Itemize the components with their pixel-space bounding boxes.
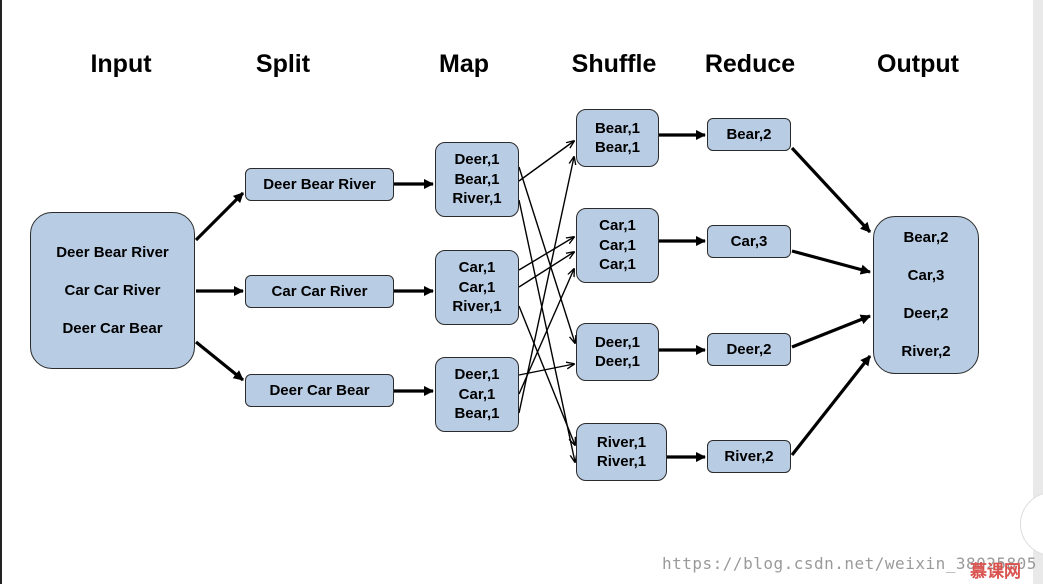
reduce-box-river: River,2	[707, 440, 791, 473]
arrow-map2-car-a	[518, 237, 574, 271]
map-box-1: Deer,1 Bear,1 River,1	[435, 142, 519, 217]
reduce-box-car: Car,3	[707, 225, 791, 258]
map-box-2: Car,1 Car,1 River,1	[435, 250, 519, 325]
heading-output: Output	[877, 50, 959, 78]
shuffle-box-bear: Bear,1 Bear,1	[576, 109, 659, 167]
output-box: Bear,2 Car,3 Deer,2 River,2	[873, 216, 979, 374]
split-box-3: Deer Car Bear	[245, 374, 394, 407]
output-line: River,2	[901, 343, 951, 360]
shuffle-line: Deer,1	[594, 333, 641, 351]
reduce-text: Bear,2	[726, 125, 772, 143]
arrow-reduce-output-2	[791, 249, 871, 275]
heading-shuffle: Shuffle	[571, 50, 657, 78]
shuffle-box-deer: Deer,1 Deer,1	[576, 323, 659, 381]
shuffle-line: River,1	[596, 453, 647, 470]
arrow-input-split-3	[194, 340, 245, 382]
heading-input: Input	[90, 50, 152, 78]
input-line: Deer Car Bear	[62, 319, 163, 337]
map-line: Car,1	[458, 278, 496, 296]
arrow-map2-car-b	[518, 252, 574, 288]
split-text: Car Car River	[271, 282, 368, 300]
shuffle-box-car: Car,1 Car,1 Car,1	[576, 208, 659, 283]
reduce-text: Deer,2	[726, 340, 772, 358]
heading-reduce: Reduce	[704, 50, 796, 78]
arrow-map2-river	[518, 305, 575, 445]
shuffle-line: River,1	[596, 433, 647, 451]
arrow-reduce-output-4	[790, 355, 872, 456]
heading-split: Split	[255, 50, 311, 78]
shuffle-box-river: River,1 River,1	[576, 423, 667, 481]
arrow-map3-bear	[518, 157, 574, 414]
arrow-map1-deer	[518, 166, 575, 343]
reduce-text: River,2	[724, 447, 774, 465]
shuffle-line: Car,1	[599, 256, 636, 274]
brand-logo-text: 慕课网	[970, 562, 1021, 581]
input-line: Car Car River	[64, 281, 161, 299]
map-line: Car,1	[458, 259, 496, 277]
right-scroll-strip	[1033, 0, 1043, 584]
arrow-map1-bear	[518, 141, 574, 182]
input-box: Deer Bear River Car Car River Deer Car B…	[30, 212, 195, 369]
shuffle-line: Deer,1	[594, 353, 641, 370]
output-line: Deer,2	[903, 305, 949, 322]
map-line: Deer,1	[454, 366, 500, 384]
heading-map: Map	[439, 50, 489, 78]
shuffle-line: Bear,1	[594, 139, 641, 156]
map-line: River,1	[452, 298, 502, 316]
output-line: Bear,2	[903, 229, 949, 246]
arrow-reduce-output-3	[791, 314, 871, 349]
shuffle-line: Car,1	[599, 236, 636, 254]
map-line: Car,1	[458, 385, 496, 403]
reduce-text: Car,3	[730, 232, 768, 250]
shuffle-line: Bear,1	[594, 119, 641, 137]
output-line: Car,3	[907, 267, 945, 284]
map-line: River,1	[452, 190, 502, 208]
arrow-reduce-output-1	[790, 146, 872, 234]
shuffle-line: Car,1	[599, 217, 636, 235]
split-text: Deer Bear River	[263, 175, 376, 193]
reduce-box-bear: Bear,2	[707, 118, 791, 151]
map-box-3: Deer,1 Car,1 Bear,1	[435, 357, 519, 432]
reduce-box-deer: Deer,2	[707, 333, 791, 366]
split-box-2: Car Car River	[245, 275, 394, 308]
map-line: Bear,1	[454, 170, 500, 188]
map-line: Deer,1	[454, 151, 500, 169]
left-frame-edge	[0, 0, 2, 584]
split-text: Deer Car Bear	[269, 381, 370, 399]
watermark-url: https://blog.csdn.net/weixin_38025805	[662, 554, 1037, 573]
arrow-input-split-1	[194, 191, 245, 242]
input-line: Deer Bear River	[56, 243, 169, 261]
split-box-1: Deer Bear River	[245, 168, 394, 201]
map-line: Bear,1	[454, 405, 500, 423]
